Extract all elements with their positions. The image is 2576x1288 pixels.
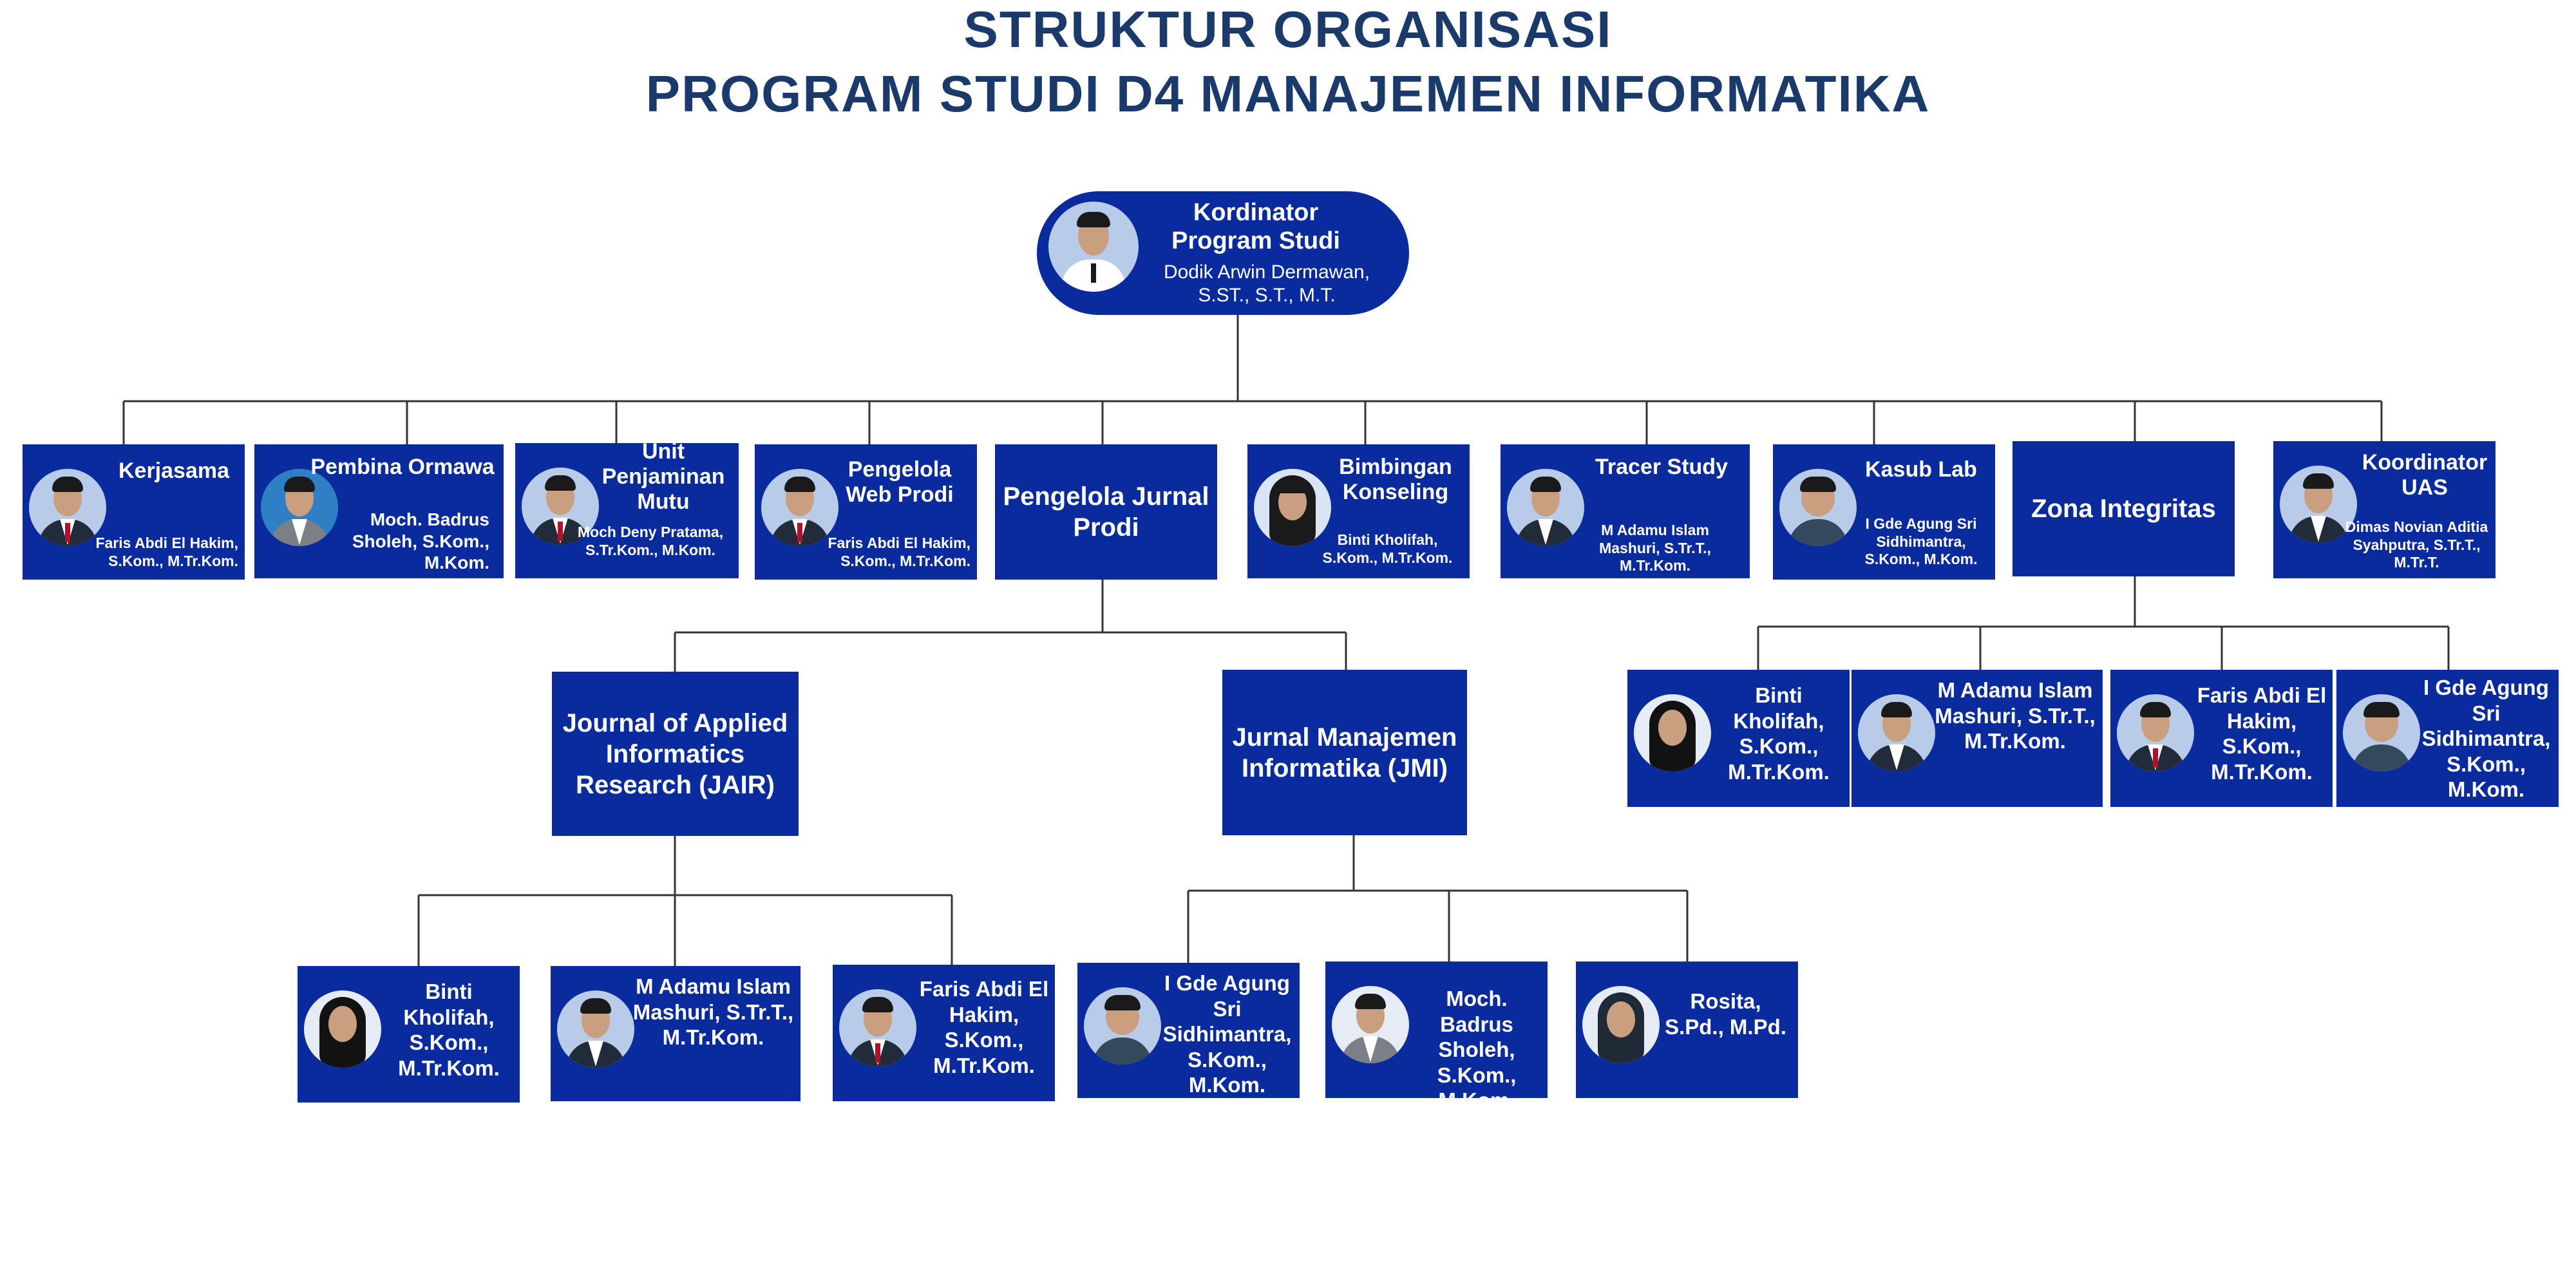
unit-role: Pembina Ormawa	[310, 455, 495, 479]
avatar	[29, 469, 106, 546]
jmi-member-3: Rosita, S.Pd., M.Pd.	[1576, 961, 1798, 1098]
unit-box-jurnal-prodi: Pengelola Jurnal Prodi	[995, 444, 1217, 580]
unit-box-penjaminan-mutu: Unit Penjaminan Mutu Moch Deny Pratama, …	[515, 443, 739, 578]
avatar	[1634, 694, 1711, 772]
member-name: Moch. Badrus Sholeh, S.Kom., M.Kom.	[1437, 987, 1517, 1098]
avatar	[1582, 986, 1660, 1063]
zona-member-4: I Gde Agung Sri Sidhimantra, S.Kom., M.K…	[2336, 670, 2559, 807]
member-name: Binti Kholifah, S.Kom., M.Tr.Kom.	[1728, 683, 1830, 784]
avatar	[2343, 694, 2420, 772]
unit-box-zona-integritas: Zona Integritas	[2012, 441, 2235, 576]
avatar	[1507, 469, 1584, 546]
unit-box-tracer-study: Tracer Study M Adamu Islam Mashuri, S.Tr…	[1501, 444, 1750, 578]
member-name: I Gde Agung Sri Sidhimantra, S.Kom., M.K…	[2421, 676, 2551, 802]
unit-role: Kasub Lab	[1865, 457, 1977, 482]
unit-role: Pengelola Jurnal Prodi	[1003, 482, 1209, 542]
member-name: I Gde Agung Sri Sidhimantra, S.Kom., M.K…	[1162, 971, 1292, 1097]
avatar	[1779, 469, 1857, 546]
member-name: Faris Abdi El Hakim, S.Kom., M.Tr.Kom.	[919, 977, 1049, 1077]
unit-box-koordinator-uas: Koordinator UAS Dimas Novian Aditia Syah…	[2273, 441, 2496, 578]
unit-person: Dimas Novian Aditia Syahputra, S.Tr.T., …	[2345, 518, 2488, 571]
avatar	[304, 990, 381, 1068]
journal-title: Jurnal Manajemen Informatika (JMI)	[1232, 723, 1457, 782]
unit-person: M Adamu Islam Mashuri, S.Tr.T., M.Tr.Kom…	[1599, 522, 1711, 574]
member-name: M Adamu Islam Mashuri, S.Tr.T., M.Tr.Kom…	[1935, 678, 2096, 753]
zona-member-2: M Adamu Islam Mashuri, S.Tr.T., M.Tr.Kom…	[1852, 670, 2103, 807]
unit-box-pembina-ormawa: Pembina Ormawa Moch. Badrus Sholeh, S.Ko…	[254, 444, 504, 578]
unit-role: Tracer Study	[1595, 455, 1728, 479]
unit-person: I Gde Agung Sri Sidhimantra, S.Kom., M.K…	[1864, 515, 1978, 568]
avatar	[522, 468, 599, 545]
unit-box-bimbingan-konseling: Bimbingan Konseling Binti Kholifah, S.Ko…	[1247, 444, 1470, 578]
unit-person: Moch. Badrus Sholeh, S.Kom., M.Kom.	[352, 509, 489, 573]
avatar	[1332, 986, 1409, 1063]
avatar	[1254, 469, 1331, 546]
avatar	[1858, 694, 1935, 772]
avatar	[761, 469, 838, 546]
unit-box-kerjasama: Kerjasama Faris Abdi El Hakim, S.Kom., M…	[23, 444, 245, 580]
unit-role: Bimbingan Konseling	[1339, 455, 1452, 505]
jmi-member-2: Moch. Badrus Sholeh, S.Kom., M.Kom.	[1325, 961, 1548, 1098]
member-name: M Adamu Islam Mashuri, S.Tr.T., M.Tr.Kom…	[632, 974, 794, 1050]
jair-member-2: M Adamu Islam Mashuri, S.Tr.T., M.Tr.Kom…	[551, 966, 800, 1101]
journal-box-jair: Journal of Applied Informatics Research …	[552, 672, 799, 836]
unit-box-kasub-lab: Kasub Lab I Gde Agung Sri Sidhimantra, S…	[1773, 444, 1995, 580]
unit-person: Binti Kholifah, S.Kom., M.Tr.Kom.	[1322, 531, 1453, 566]
journal-title: Journal of Applied Informatics Research …	[562, 708, 788, 799]
unit-role: Zona Integritas	[2031, 495, 2216, 523]
unit-person: Faris Abdi El Hakim, S.Kom., M.Tr.Kom.	[828, 535, 971, 569]
coordinator-name: Dodik Arwin Dermawan, S.ST., S.T., M.T.	[1163, 261, 1370, 306]
avatar	[1048, 202, 1139, 292]
chart-title: STRUKTUR ORGANISASI	[963, 1, 1613, 58]
jmi-member-1: I Gde Agung Sri Sidhimantra, S.Kom., M.K…	[1077, 963, 1300, 1098]
jair-member-3: Faris Abdi El Hakim, S.Kom., M.Tr.Kom.	[833, 965, 1055, 1101]
avatar	[1084, 987, 1161, 1065]
unit-role: Unit Penjaminan Mutu	[601, 443, 725, 515]
unit-box-web-prodi: Pengelola Web Prodi Faris Abdi El Hakim,…	[755, 444, 977, 580]
avatar	[557, 990, 634, 1068]
unit-role: Kerjasama	[118, 459, 229, 483]
member-name: Binti Kholifah, S.Kom., M.Tr.Kom.	[398, 980, 500, 1080]
coordinator-box: Kordinator Program Studi Dodik Arwin Der…	[1037, 191, 1409, 315]
zona-member-1: Binti Kholifah, S.Kom., M.Tr.Kom.	[1627, 670, 1850, 807]
unit-role: Koordinator UAS	[2362, 450, 2488, 500]
avatar	[2117, 694, 2194, 772]
member-name: Rosita, S.Pd., M.Pd.	[1665, 989, 1786, 1039]
avatar	[261, 469, 338, 546]
avatar	[839, 989, 916, 1066]
zona-member-3: Faris Abdi El Hakim, S.Kom., M.Tr.Kom.	[2110, 670, 2333, 807]
member-name: Faris Abdi El Hakim, S.Kom., M.Tr.Kom.	[2197, 683, 2327, 784]
chart-subtitle: PROGRAM STUDI D4 MANAJEMEN INFORMATIKA	[645, 65, 1931, 122]
coordinator-role: Kordinator Program Studi	[1171, 199, 1340, 254]
unit-person: Faris Abdi El Hakim, S.Kom., M.Tr.Kom.	[95, 535, 238, 569]
unit-role: Pengelola Web Prodi	[846, 457, 954, 507]
jair-member-1: Binti Kholifah, S.Kom., M.Tr.Kom.	[298, 966, 520, 1103]
journal-box-jmi: Jurnal Manajemen Informatika (JMI)	[1222, 670, 1467, 835]
unit-person: Moch Deny Pratama, S.Tr.Kom., M.Kom.	[577, 524, 724, 558]
avatar	[2280, 466, 2357, 543]
